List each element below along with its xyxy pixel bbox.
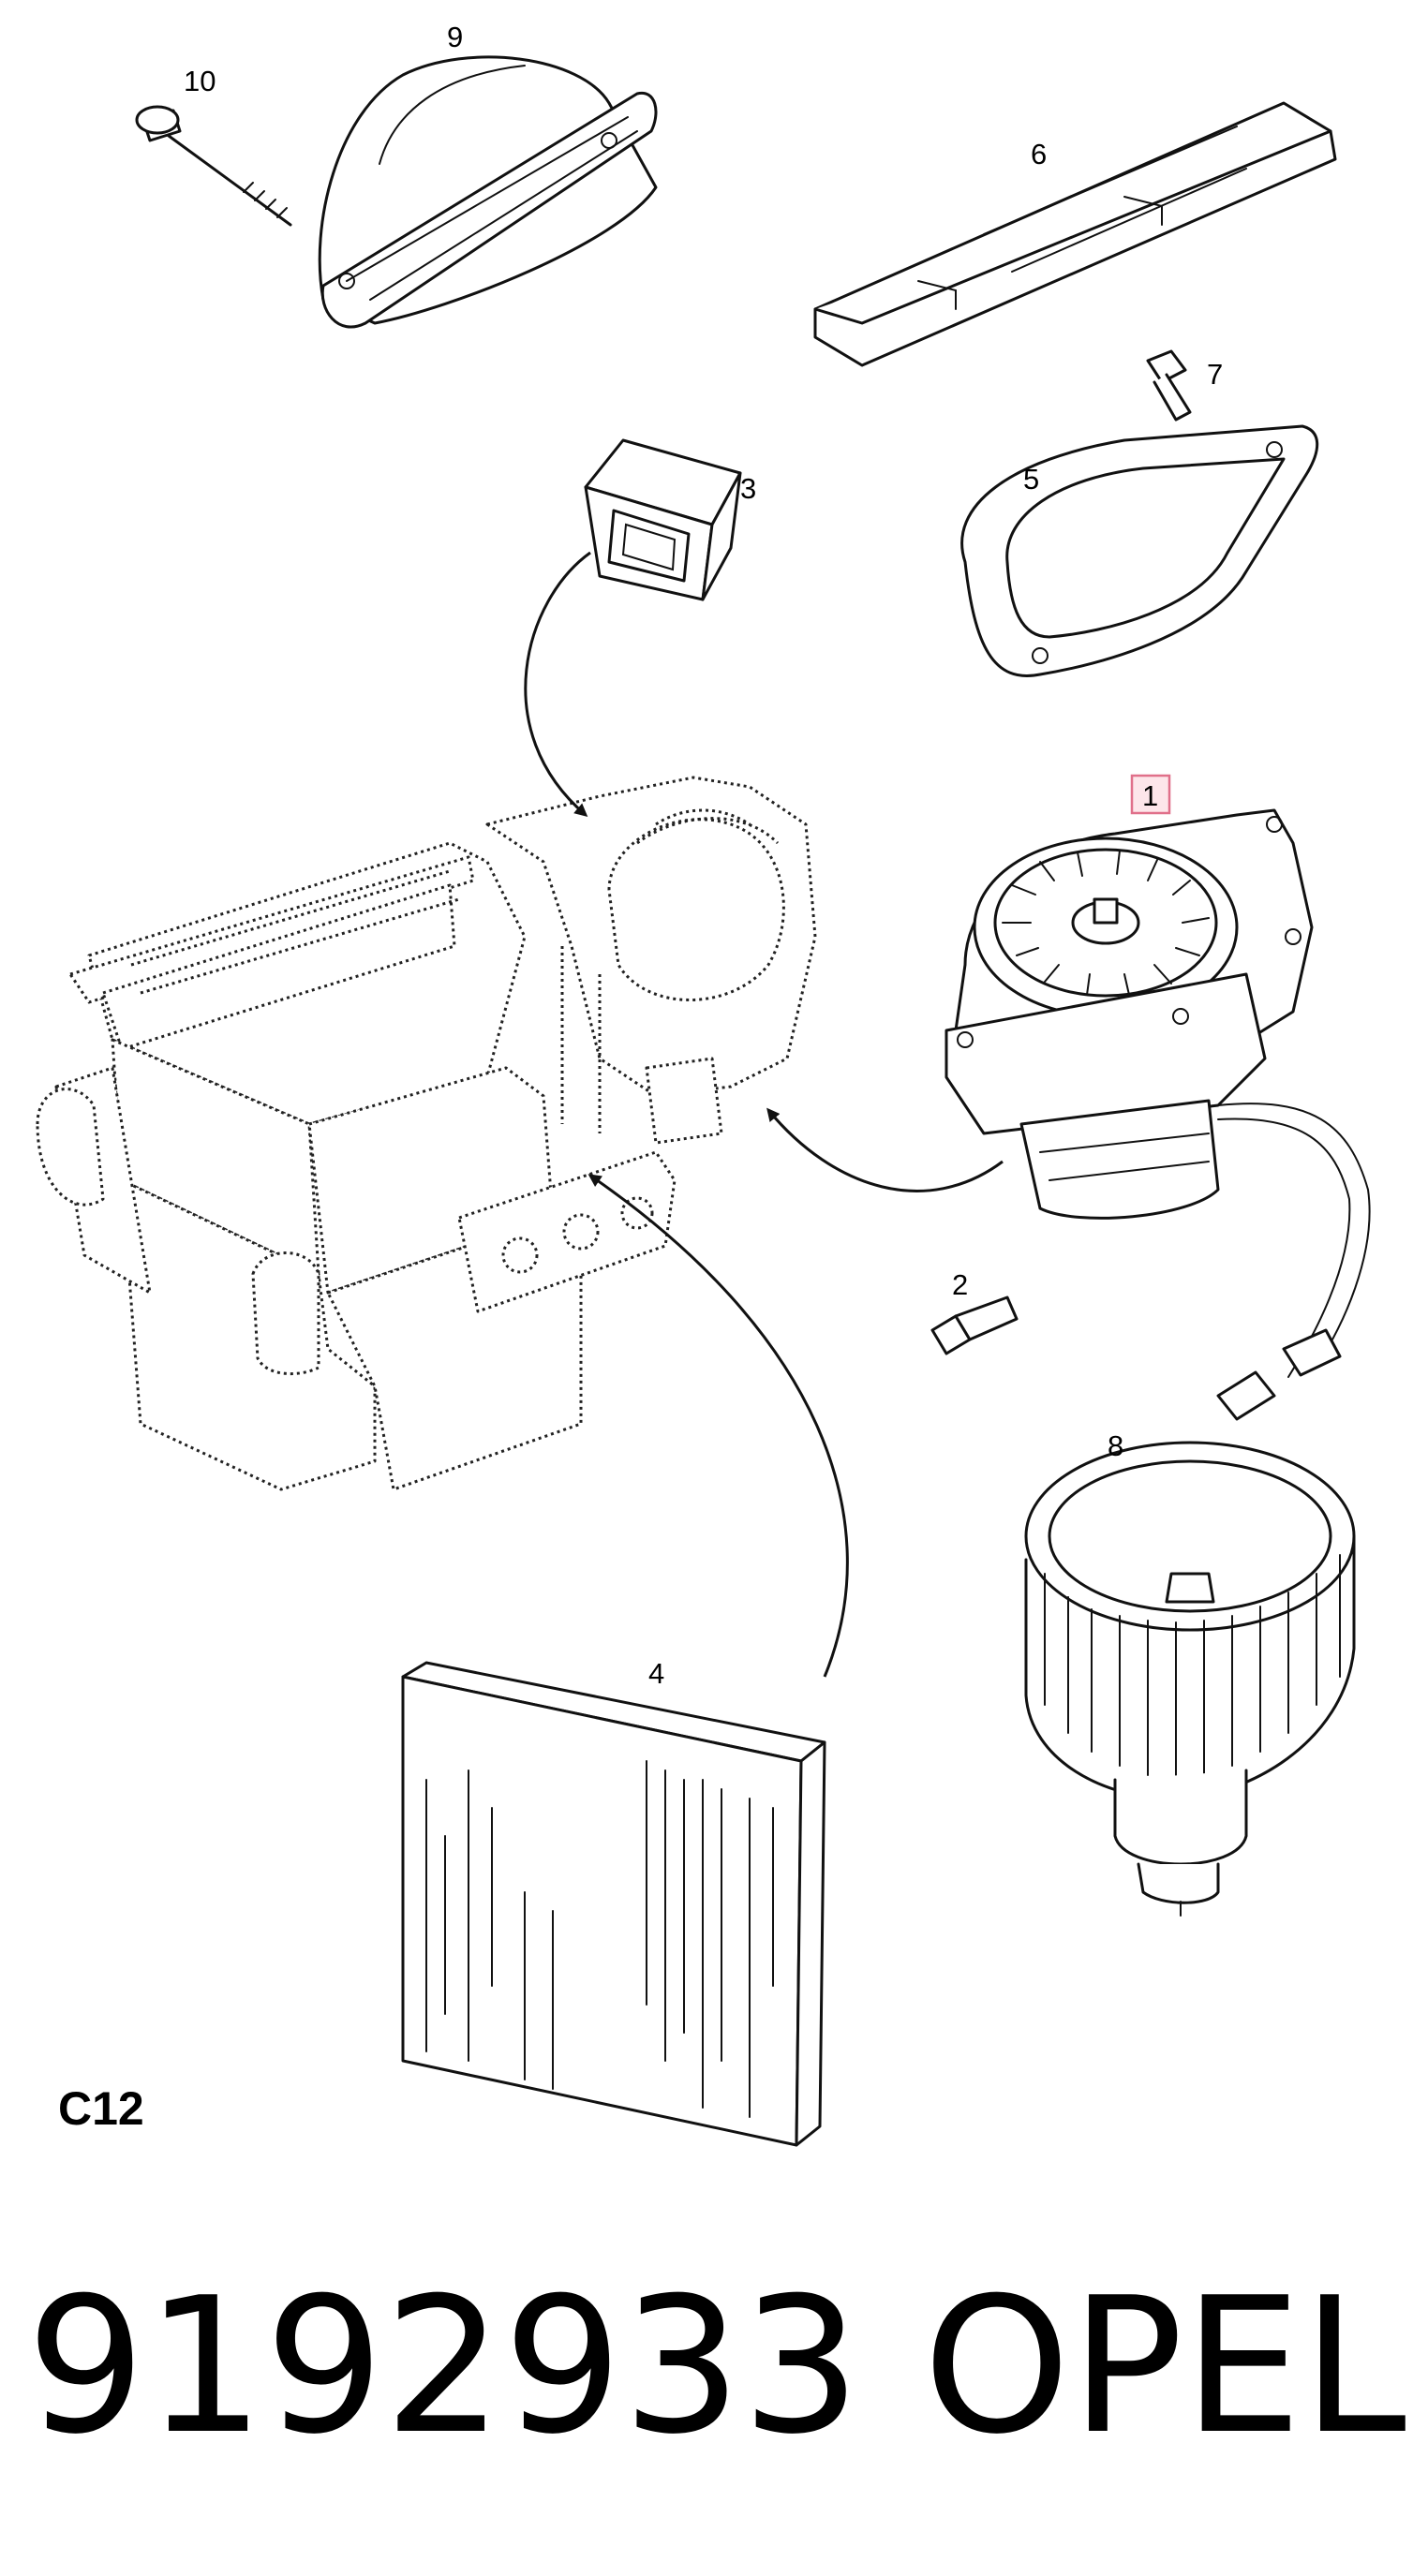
air-duct-part-6 — [813, 101, 1337, 367]
bolt-part-2 — [930, 1295, 1019, 1355]
resistor-part-3 — [584, 438, 742, 601]
arrow-blower-to-box — [766, 1107, 1004, 1192]
blower-motor-assembly-part-1 — [944, 808, 1371, 1421]
part-number: 9192933 — [26, 2258, 861, 2476]
callout-highlight — [1130, 774, 1171, 815]
callout-10: 10 — [184, 65, 216, 97]
section-code: C12 — [58, 2082, 144, 2135]
brand-name: OPEL — [923, 2258, 1406, 2476]
gasket-part-5 — [960, 424, 1319, 677]
callout-8: 8 — [1108, 1429, 1123, 1462]
bolt-part-7 — [1146, 349, 1192, 422]
screw-part-10 — [135, 105, 292, 227]
arrow-resistor-to-box — [524, 551, 591, 817]
housing-cover-part-9 — [318, 55, 658, 329]
cabin-filter-part-4 — [401, 1661, 826, 2147]
arrow-filter-to-box — [588, 1174, 849, 1678]
callout-9: 9 — [447, 21, 463, 53]
callout-6: 6 — [1031, 138, 1047, 170]
callout-1: 1 — [1142, 779, 1158, 812]
heater-box-assembly — [36, 776, 817, 1491]
callout-4: 4 — [648, 1657, 664, 1690]
callout-5: 5 — [1023, 463, 1039, 496]
callout-7: 7 — [1207, 358, 1223, 391]
blower-wheel-part-8 — [1024, 1441, 1356, 1917]
callout-2: 2 — [952, 1268, 968, 1301]
callout-3: 3 — [740, 472, 756, 505]
